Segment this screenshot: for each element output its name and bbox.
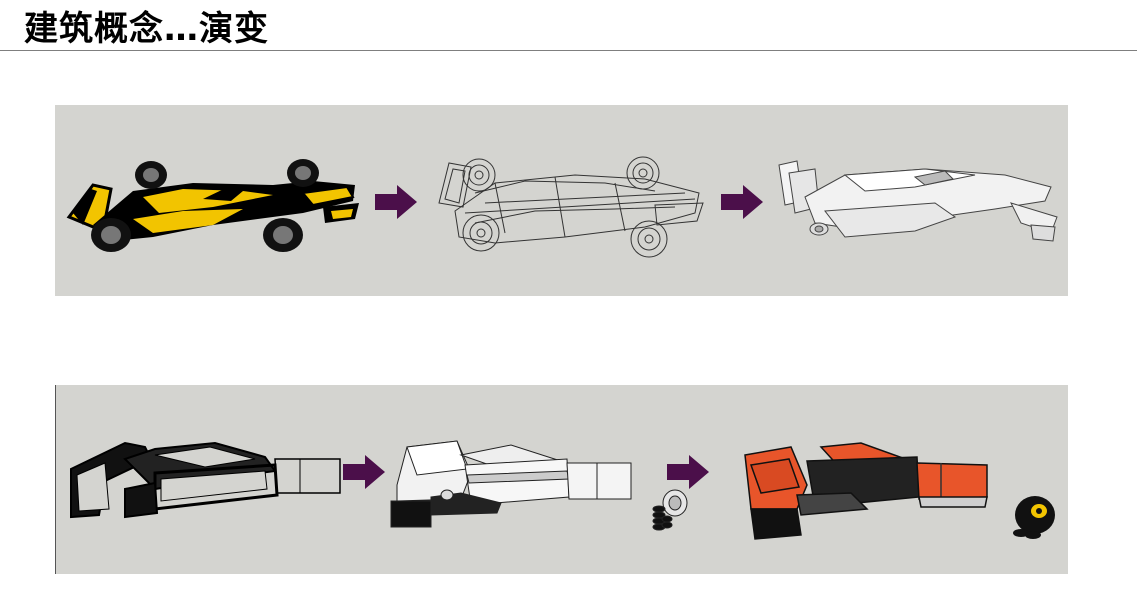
orange-massing-model	[741, 435, 991, 543]
white-massing-model	[390, 435, 636, 530]
yellow-race-car-render	[63, 155, 363, 260]
black-outline-massing	[65, 429, 345, 524]
arrow-right-icon	[375, 185, 417, 219]
wheel-stack-model	[649, 489, 689, 531]
page-title: 建筑概念…演变	[24, 9, 269, 49]
white-race-car-model	[775, 157, 1060, 247]
massing-evolution-panel	[55, 385, 1068, 574]
arrow-right-icon	[343, 455, 385, 489]
arrow-right-icon	[667, 455, 709, 489]
arrow-right-icon	[721, 185, 763, 219]
wireframe-race-car	[435, 153, 705, 263]
title-divider	[0, 50, 1137, 51]
black-wheel-model	[1011, 495, 1057, 539]
car-evolution-panel	[55, 105, 1068, 296]
